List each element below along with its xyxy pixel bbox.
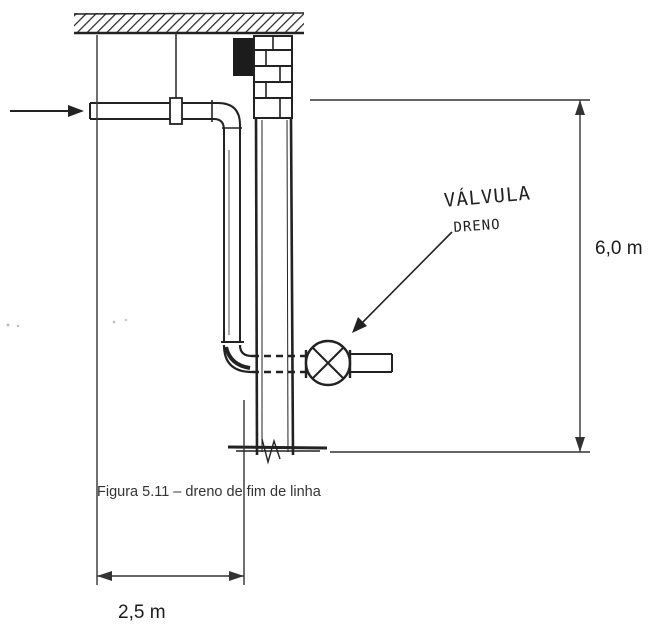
width-dimension-label: 2,5 m [118, 602, 166, 623]
valve-pointer-arrow [352, 231, 453, 333]
height-dimension-line [310, 99, 590, 453]
brick-column [253, 35, 293, 119]
bottom-elbow [221, 341, 253, 374]
drain-valve-symbol [304, 339, 352, 387]
vertical-pipe [223, 125, 241, 342]
column-bracket [233, 38, 253, 76]
ceiling-slab [73, 12, 305, 35]
valve-label-line2: DRENO [453, 216, 502, 236]
floor-line [227, 438, 328, 465]
figure-caption: Figura 5.11 – dreno de fim de linha [97, 484, 321, 500]
scan-specks [6, 318, 128, 328]
width-dimension-line [96, 35, 245, 585]
column-shaft [254, 117, 295, 456]
pipe-through-column [252, 354, 306, 374]
drain-outlet-pipe [350, 353, 393, 373]
height-dimension-label: 6,0 m [595, 238, 643, 259]
flow-arrow [10, 105, 84, 117]
horizontal-pipe [89, 97, 218, 125]
top-elbow [213, 102, 242, 131]
